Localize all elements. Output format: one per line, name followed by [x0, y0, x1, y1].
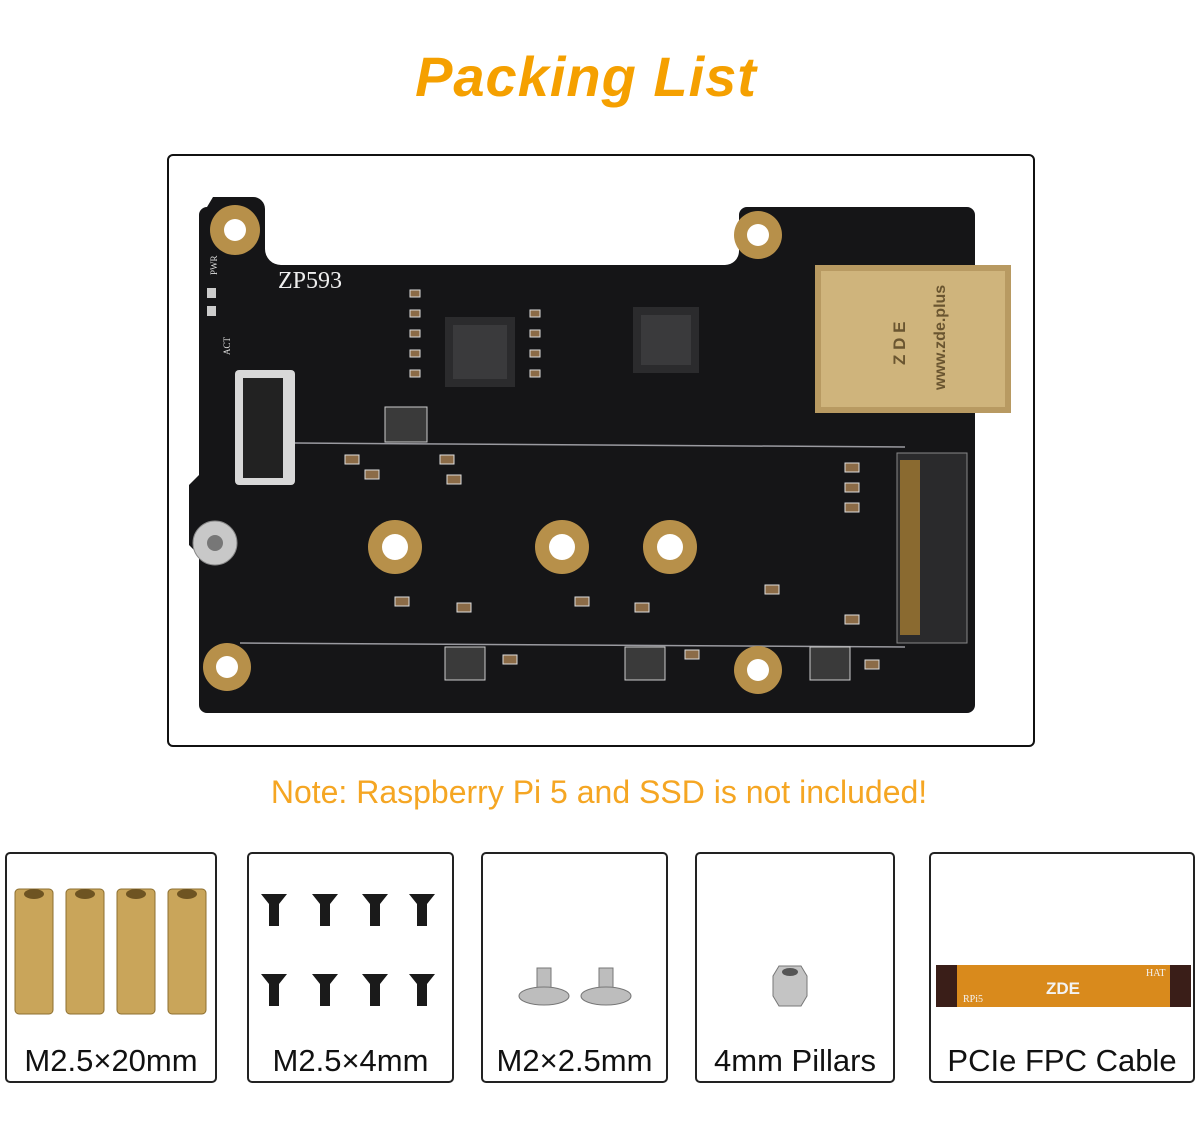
- hex-nut-icon: [772, 965, 808, 1007]
- item-pillars: 4mm Pillars: [695, 852, 895, 1083]
- pcie-hat-board-image: ZP593 PWR ACT Z D E www.zde.plus: [189, 197, 1011, 713]
- pwr-led-label: PWR: [209, 255, 219, 275]
- item-label: 4mm Pillars: [714, 1043, 876, 1078]
- item-label: M2.5×4mm: [272, 1043, 429, 1078]
- board-model-label: ZP593: [278, 268, 342, 294]
- board-photo-frame: [167, 154, 1035, 747]
- jack-url-label: www.zde.plus: [932, 285, 949, 391]
- item-label: M2×2.5mm: [496, 1043, 653, 1078]
- item-standoffs: M2.5×20mm: [5, 852, 217, 1083]
- cable-right-label: HAT: [1146, 968, 1165, 979]
- item-label: M2.5×20mm: [24, 1043, 198, 1078]
- black-screw-icon: [261, 894, 435, 1006]
- fpc-cable-icon: ZDE RPi5 HAT: [936, 965, 1191, 1007]
- silver-screw-icon: [518, 967, 632, 1006]
- cable-brand-label: ZDE: [1046, 979, 1080, 998]
- item-screws-m25: M2.5×4mm: [247, 852, 454, 1083]
- note-text: Note: Raspberry Pi 5 and SSD is not incl…: [270, 774, 928, 810]
- page-title: Packing List: [415, 45, 757, 108]
- cable-left-label: RPi5: [963, 994, 983, 1005]
- item-label: PCIe FPC Cable: [947, 1043, 1177, 1078]
- act-led-label: ACT: [222, 336, 232, 355]
- brass-standoff-icon: [14, 888, 207, 1015]
- item-screws-m2: M2×2.5mm: [481, 852, 668, 1083]
- jack-brand-label: Z D E: [890, 322, 909, 365]
- item-fpc-cable: ZDE RPi5 HAT PCIe FPC Cable: [929, 852, 1195, 1083]
